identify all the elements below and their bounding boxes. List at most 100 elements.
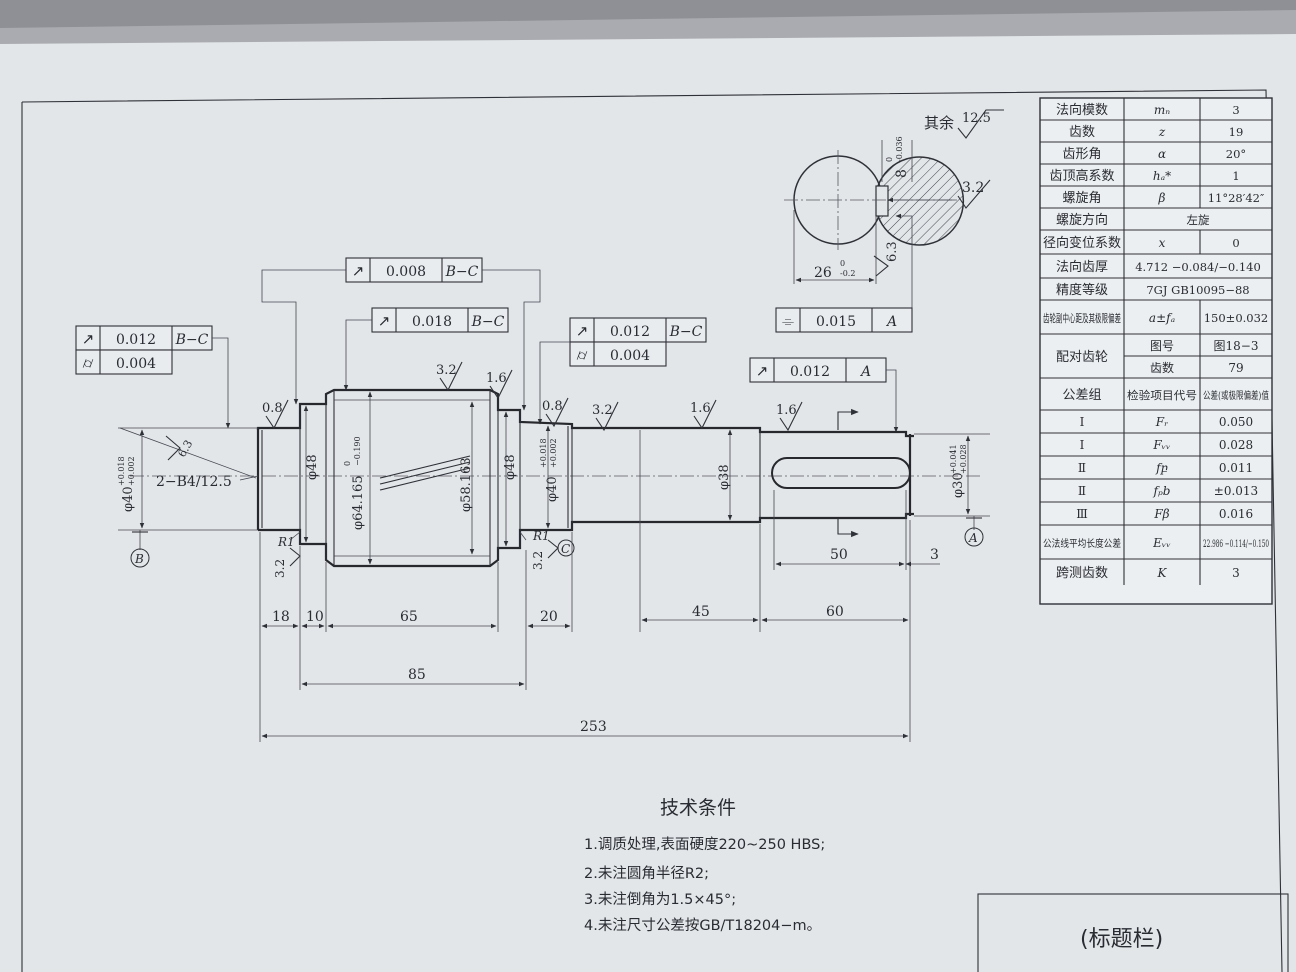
tech-item-2: 2.未注圆角半径R2; <box>584 865 709 882</box>
center-hole-label: 2−B4/12.5 <box>156 474 232 490</box>
gear-row-name: 齿形角 <box>1062 147 1101 162</box>
frame-symmetry-a-box <box>775 307 913 333</box>
side-roughness-mark <box>873 255 889 277</box>
len-50: 50 <box>830 547 848 563</box>
d-left-tol-upper: +0.018 <box>117 456 126 486</box>
d-end-tol-upper: +0.041 <box>949 444 958 474</box>
roughness-value-shaft-mid: 3.2 <box>592 403 613 418</box>
keyway-depth-tol-upper: 0 <box>885 157 894 162</box>
gear-row-symbol: β <box>1158 191 1166 205</box>
keyway-depth-tol-lower: -0.036 <box>895 136 904 162</box>
roughness-value-right-shoulder: 3.2 <box>531 551 545 570</box>
frame-runout-right-datum: B−C <box>669 324 703 340</box>
length-dims: 18 10 65 20 45 60 85 253 50 3 <box>259 430 940 742</box>
title-block-label: (标题栏) <box>1080 927 1163 952</box>
roughness-mark-right-bearing <box>545 397 569 428</box>
default-roughness-value: 12.5 <box>962 111 991 126</box>
tech-item-3: 3.未注倒角为1.5×45°; <box>584 891 736 908</box>
frame-runout-top-value: 0.008 <box>386 264 426 280</box>
gear-row-name: 螺旋角 <box>1062 191 1101 206</box>
tol-row-group: Ⅱ <box>1078 461 1086 475</box>
mating-item-label: 齿数 <box>1150 360 1174 375</box>
frame-cyl-left-symbol: ⌭ <box>83 354 94 372</box>
len-3: 3 <box>930 547 939 563</box>
gear-row-value: 150±0.032 <box>1204 311 1269 325</box>
tol-row-code: fₚb <box>1153 484 1171 498</box>
d-left-tol-lower: +0.002 <box>127 456 136 486</box>
tol-row-value: 0.050 <box>1219 415 1253 429</box>
gear-table-bg <box>1039 97 1273 605</box>
frame-cyl-left-value: 0.004 <box>116 356 156 372</box>
roughness-value-gear-end: 1.6 <box>486 371 507 386</box>
cut-mark-top <box>837 408 859 430</box>
frame-cyl-right: ⌭0.004 <box>569 341 667 367</box>
leader-runout-left <box>212 337 231 429</box>
tol-row-code: Fᵣ <box>1155 415 1169 429</box>
datum-a-circle <box>964 527 984 547</box>
keyway-width-tol-upper: 0 <box>840 259 845 268</box>
gear-row-symbol: z <box>1158 125 1166 139</box>
datum-c: C <box>561 542 570 556</box>
d-left-bearing: φ40 <box>121 486 136 512</box>
default-roughness-mark <box>957 109 1004 139</box>
datum-b: B <box>134 552 144 566</box>
len-10: 10 <box>306 609 324 625</box>
gear-row-value: 3 <box>1232 103 1239 117</box>
center-hole-leader <box>239 475 259 481</box>
tol-row-group: Ⅲ <box>1076 507 1088 521</box>
gear-row-name: 齿顶高系数 <box>1049 168 1114 184</box>
frame-cyl-right-symbol: ⌭ <box>577 346 588 364</box>
tol-row-value: ±0.013 <box>1214 484 1258 498</box>
k-name: 跨测齿数 <box>1056 566 1108 581</box>
title-block-box <box>977 893 1289 972</box>
keyway-width-tol-lower: -0.2 <box>840 269 855 278</box>
section-view: 3.2 8 0 -0.036 26 0 -0.2 6.3 <box>784 136 991 321</box>
gear-row-name: 螺旋方向 <box>1056 212 1108 228</box>
tech-conditions: 技术条件 1.调质处理,表面硬度220~250 HBS; 2.未注圆角半径R2;… <box>584 797 825 934</box>
frame-symmetry-a-datum: A <box>885 314 897 330</box>
tol-row-value: 0.028 <box>1219 438 1253 452</box>
gear-row-value: 20° <box>1226 147 1246 161</box>
d-root-tol-upper: 0 <box>343 461 352 466</box>
leader-runout-top <box>261 269 346 405</box>
frame-cyl-right-box <box>569 341 667 367</box>
frame-symmetry-a-value: 0.015 <box>816 314 856 330</box>
len-45: 45 <box>692 604 710 620</box>
mating-name: 配对齿轮 <box>1056 350 1108 365</box>
roughness-value-right-bearing: 0.8 <box>542 399 563 414</box>
keyway-depth: 8 <box>894 169 910 178</box>
tol-row-value: 0.011 <box>1219 461 1253 475</box>
section-circle <box>877 156 965 246</box>
tol-row-code: Fβ <box>1153 507 1169 521</box>
tol-row-code: Fᵥᵥ <box>1152 438 1170 452</box>
gear-row-symbol: α <box>1158 147 1166 161</box>
frame-runout-gear-box <box>371 307 509 333</box>
radius-label-left: R1 <box>277 535 295 549</box>
frame-symmetry-a: ⌯ 0.015 A <box>775 307 913 333</box>
frame-symmetry-a-symbol: ⌯ <box>782 312 794 330</box>
helix-line-2 <box>379 461 471 485</box>
roughness-value-left-shoulder: 3.2 <box>273 559 287 578</box>
gear-row-value: 4.712 −0.084/−0.140 <box>1135 260 1261 274</box>
len-60: 60 <box>826 604 844 620</box>
mating-item-value: 图18−3 <box>1214 339 1259 353</box>
d-shoulder-left: φ48 <box>305 454 320 480</box>
tol-row-value: 0.016 <box>1219 507 1253 521</box>
frame-runout-key-datum: A <box>859 364 871 380</box>
frame-runout-key-symbol: ↗ <box>756 362 769 380</box>
frame-runout-top-symbol: ↗ <box>352 262 365 280</box>
frame-runout-gear-value: 0.018 <box>412 314 452 330</box>
leader-runout-right <box>537 341 570 425</box>
d-right-bearing: φ40 <box>545 476 560 502</box>
gear-row-symbol: a±fₐ <box>1149 311 1175 325</box>
gear-row-name: 精度等级 <box>1056 282 1108 298</box>
paper-shadow <box>0 10 1296 44</box>
